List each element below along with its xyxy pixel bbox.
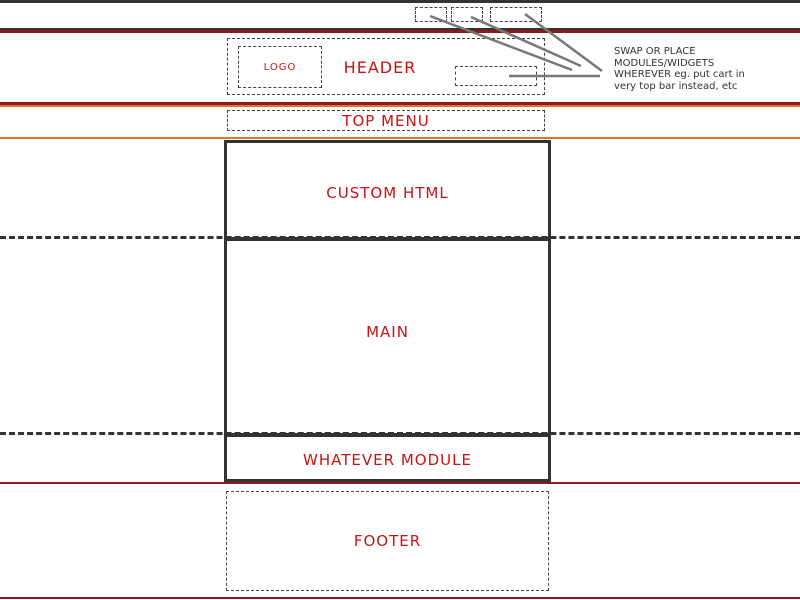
annotation-note: SWAP OR PLACE MODULES/WIDGETS WHEREVER e… [614, 46, 798, 92]
top-bar-widget-3 [490, 7, 542, 22]
pointer-line-1 [429, 14, 573, 72]
logo-box: LOGO [238, 46, 322, 88]
footer-label: FOOTER [353, 532, 422, 550]
pointer-line-2 [470, 15, 582, 68]
full-width-divider-1 [0, 236, 800, 239]
note-line-1: SWAP OR PLACE [614, 46, 696, 57]
note-line-4: very top bar instead, etc [614, 80, 738, 92]
header-bottom-line-red [0, 102, 800, 105]
footer-top-line [0, 482, 800, 484]
header-region [227, 38, 545, 95]
top-menu-label: TOP MENU [342, 111, 430, 130]
note-line-2: MODULES/WIDGETS [614, 57, 715, 69]
top-bar-widget-2 [451, 7, 483, 22]
pointer-line-3 [524, 12, 603, 73]
footer-bottom-line [0, 597, 800, 599]
logo-label: LOGO [263, 61, 297, 73]
top-bar-line [0, 0, 800, 3]
whatever-module-region: WHATEVER MODULE [224, 434, 551, 482]
header-bottom-line-orange [0, 105, 800, 107]
top-bar-widget-1 [415, 7, 447, 22]
whatever-module-label: WHATEVER MODULE [303, 451, 472, 469]
footer-region: FOOTER [226, 491, 549, 591]
full-width-divider-2 [0, 432, 800, 435]
main-label: MAIN [366, 323, 409, 341]
custom-html-label: CUSTOM HTML [326, 184, 449, 202]
top-menu-bottom-line [0, 137, 800, 139]
header-title: HEADER [343, 58, 417, 77]
note-line-3: WHEREVER eg. put cart in [614, 69, 745, 80]
header-top-line-dark [0, 28, 800, 30]
header-top-line-red [0, 30, 800, 33]
top-menu-region: TOP MENU [227, 110, 545, 131]
